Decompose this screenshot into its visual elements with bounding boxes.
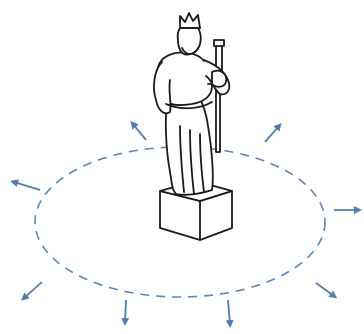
- outward-arrow-icon: [14, 182, 40, 190]
- outward-arrow-icon: [125, 300, 126, 322]
- outward-arrow-icon: [316, 283, 334, 296]
- crown-icon: [180, 13, 200, 28]
- sword-pommel: [214, 40, 224, 46]
- outward-arrow-icon: [133, 124, 146, 140]
- outward-arrow-icon: [228, 300, 230, 324]
- king-statue-icon: [154, 13, 232, 240]
- fist-icon: [212, 71, 226, 87]
- outward-arrow-icon: [24, 282, 42, 298]
- outward-arrow-icon: [265, 126, 279, 142]
